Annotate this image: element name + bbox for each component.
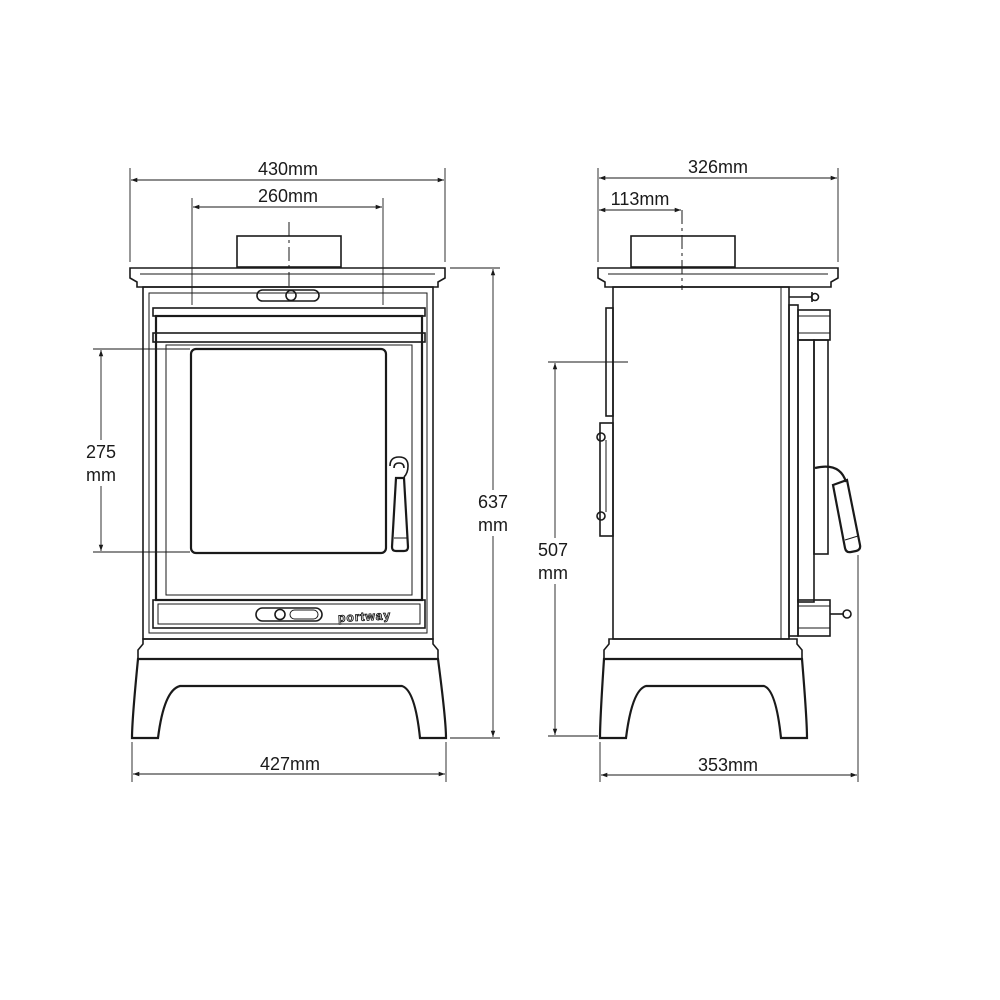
front-door	[154, 314, 424, 602]
dim-front-glass-height: 275 mm	[78, 348, 190, 553]
dim-front-top-width: 430mm	[129, 159, 446, 262]
front-lower-rail	[152, 599, 426, 629]
side-plinth	[603, 638, 803, 660]
door-glass	[189, 347, 388, 555]
side-handle	[814, 465, 862, 554]
bottom-air-control	[255, 607, 323, 622]
side-door-profile	[788, 292, 852, 637]
label-side-flue-offset: 113mm	[611, 189, 670, 209]
side-top-plate	[597, 267, 839, 288]
label-glass-height-unit: mm	[86, 465, 116, 485]
label-front-top-width: 430mm	[258, 159, 318, 179]
dim-side-body-height: 507 mm	[530, 361, 628, 737]
dim-side-base-depth: 353mm	[599, 555, 859, 782]
label-overall-height-value: 637	[478, 492, 508, 512]
front-base	[130, 657, 448, 740]
front-plinth	[137, 638, 439, 660]
brand-logo: portway	[338, 608, 392, 625]
dim-side-flue-offset: 113mm	[599, 189, 681, 213]
label-body-height-unit: mm	[538, 563, 568, 583]
top-air-control	[256, 289, 320, 302]
label-side-base-depth: 353mm	[698, 755, 758, 775]
dim-front-overall-height: 637 mm	[450, 267, 520, 739]
label-front-flue-width: 260mm	[258, 186, 318, 206]
door-handle	[389, 456, 410, 553]
label-glass-height-value: 275	[86, 442, 116, 462]
rear-bracket	[596, 422, 614, 537]
dim-front-base-width: 427mm	[131, 742, 447, 782]
side-view	[596, 235, 862, 740]
label-body-height-value: 507	[538, 540, 568, 560]
dim-front-flue-width: 260mm	[191, 186, 384, 305]
front-top-plate	[129, 267, 446, 288]
side-base	[598, 657, 809, 740]
front-view: portway	[129, 235, 448, 740]
label-overall-height-unit: mm	[478, 515, 508, 535]
dim-side-top-depth: 326mm	[597, 157, 839, 262]
side-flue-collar	[630, 235, 736, 268]
side-body	[612, 286, 790, 640]
label-front-base-width: 427mm	[260, 754, 320, 774]
label-side-top-depth: 326mm	[688, 157, 748, 177]
